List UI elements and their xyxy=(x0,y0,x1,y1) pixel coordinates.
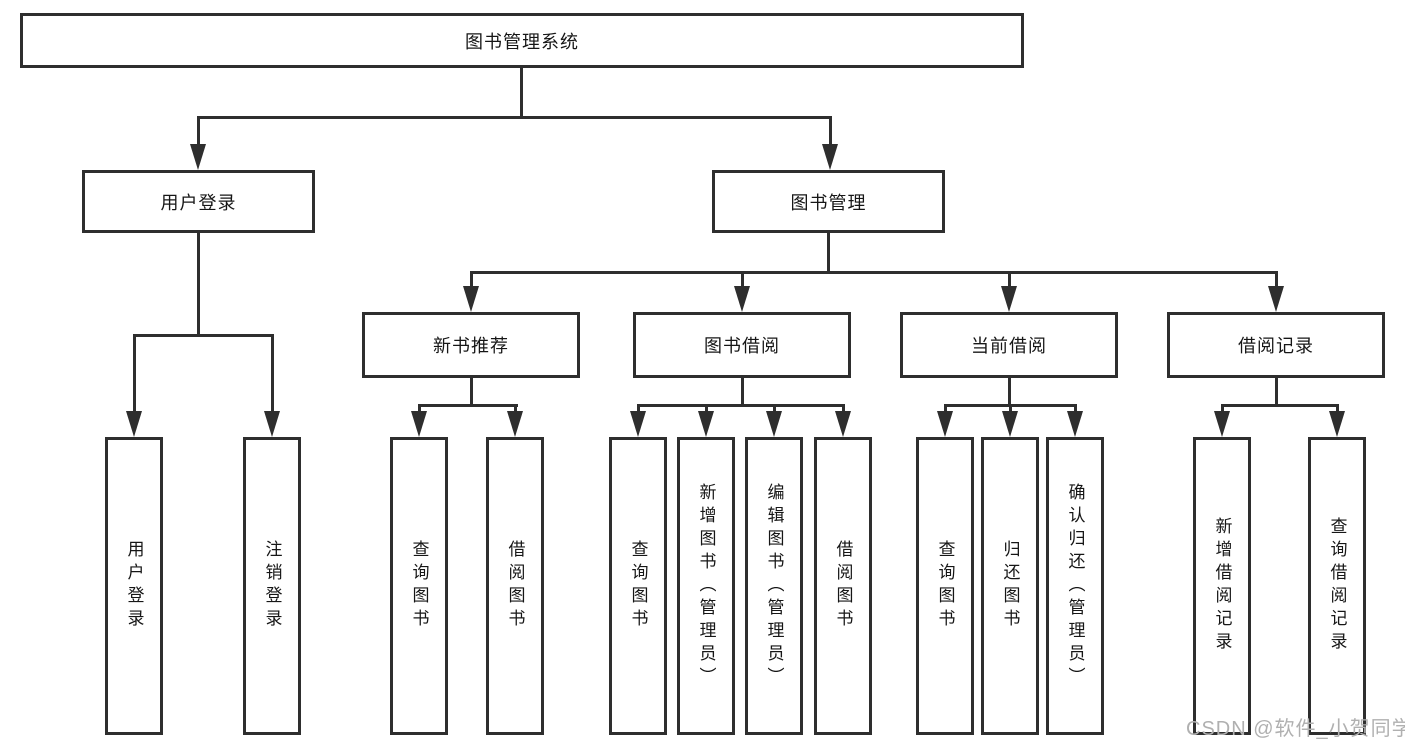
node-user-login: 用户登录 xyxy=(82,170,315,233)
connector-shaft xyxy=(470,272,473,288)
connector-records-stem xyxy=(1275,378,1278,405)
arrowhead-down-icon xyxy=(507,411,523,437)
leaf-query-books-borrow: 查询图书 xyxy=(609,437,667,735)
node-current-borrow: 当前借阅 xyxy=(900,312,1118,378)
connector-shaft xyxy=(1336,405,1339,413)
connector-shaft xyxy=(773,405,776,413)
leaf-label: 借阅图书 xyxy=(505,540,525,632)
arrowhead-down-icon xyxy=(630,411,646,437)
connector-shaft xyxy=(705,405,708,413)
leaf-borrow-books: 借阅图书 xyxy=(814,437,872,735)
connector-shaft xyxy=(1275,272,1278,288)
arrowhead-down-icon xyxy=(411,411,427,437)
leaf-label: 查询借阅记录 xyxy=(1327,517,1347,655)
arrowhead-down-icon xyxy=(835,411,851,437)
leaf-label: 查询图书 xyxy=(409,540,429,632)
connector-userlogin-bar xyxy=(133,334,274,337)
connector-records-bar xyxy=(1221,404,1339,407)
leaf-label: 编辑图书（管理员） xyxy=(764,482,784,690)
connector-shaft xyxy=(741,272,744,288)
leaf-query-books-current: 查询图书 xyxy=(916,437,974,735)
leaf-return-books: 归还图书 xyxy=(981,437,1039,735)
node-book-borrow: 图书借阅 xyxy=(633,312,851,378)
arrowhead-down-icon xyxy=(1002,411,1018,437)
arrowhead-down-icon xyxy=(1268,286,1284,312)
connector-shaft xyxy=(842,405,845,413)
leaf-label: 归还图书 xyxy=(1000,540,1020,632)
connector-userlogin-stem xyxy=(197,233,200,335)
leaf-edit-books-admin: 编辑图书（管理员） xyxy=(745,437,803,735)
connector-bookmgmt-stem xyxy=(827,233,830,272)
leaf-label: 新增图书（管理员） xyxy=(696,482,716,690)
leaf-label: 确认归还（管理员） xyxy=(1065,482,1085,690)
connector-shaft xyxy=(197,117,200,146)
arrowhead-down-icon xyxy=(190,144,206,170)
arrowhead-down-icon xyxy=(937,411,953,437)
connector-shaft xyxy=(1009,405,1012,413)
leaf-label: 借阅图书 xyxy=(833,540,853,632)
connector-shaft xyxy=(1074,405,1077,413)
arrowhead-down-icon xyxy=(463,286,479,312)
leaf-label: 新增借阅记录 xyxy=(1212,517,1232,655)
connector-root-stem xyxy=(520,68,523,117)
connector-bookborrow-bar xyxy=(637,404,845,407)
leaf-add-books-admin: 新增图书（管理员） xyxy=(677,437,735,735)
connector-shaft xyxy=(514,405,517,413)
connector-root-bar xyxy=(197,116,832,119)
leaf-query-books-recommend: 查询图书 xyxy=(390,437,448,735)
arrowhead-down-icon xyxy=(1067,411,1083,437)
leaf-user-login: 用户登录 xyxy=(105,437,163,735)
arrowhead-down-icon xyxy=(822,144,838,170)
leaf-label: 查询图书 xyxy=(628,540,648,632)
connector-shaft xyxy=(944,405,947,413)
arrowhead-down-icon xyxy=(1001,286,1017,312)
connector-bookmgmt-bar xyxy=(470,271,1278,274)
arrowhead-down-icon xyxy=(1329,411,1345,437)
connector-shaft xyxy=(1008,272,1011,288)
arrowhead-down-icon xyxy=(1214,411,1230,437)
node-book-management: 图书管理 xyxy=(712,170,945,233)
connector-shaft xyxy=(418,405,421,413)
leaf-label: 查询图书 xyxy=(935,540,955,632)
node-library-system: 图书管理系统 xyxy=(20,13,1024,68)
leaf-label: 注销登录 xyxy=(262,540,282,632)
connector-shaft xyxy=(1221,405,1224,413)
arrowhead-down-icon xyxy=(698,411,714,437)
connector-recommend-stem xyxy=(470,378,473,405)
leaf-query-borrow-record: 查询借阅记录 xyxy=(1308,437,1366,735)
connector-bookborrow-stem xyxy=(741,378,744,405)
connector-shaft xyxy=(637,405,640,413)
arrowhead-down-icon xyxy=(766,411,782,437)
leaf-borrow-books-recommend: 借阅图书 xyxy=(486,437,544,735)
leaf-logout: 注销登录 xyxy=(243,437,301,735)
arrowhead-down-icon xyxy=(264,411,280,437)
connector-currentborrow-stem xyxy=(1008,378,1011,405)
connector-shaft xyxy=(271,335,274,413)
connector-recommend-bar xyxy=(418,404,518,407)
csdn-watermark: CSDN @软件_小贺同学 xyxy=(1186,718,1405,740)
node-borrow-records: 借阅记录 xyxy=(1167,312,1385,378)
node-new-book-recommend: 新书推荐 xyxy=(362,312,580,378)
leaf-add-borrow-record: 新增借阅记录 xyxy=(1193,437,1251,735)
arrowhead-down-icon xyxy=(734,286,750,312)
leaf-confirm-return-admin: 确认归还（管理员） xyxy=(1046,437,1104,735)
arrowhead-down-icon xyxy=(126,411,142,437)
connector-shaft xyxy=(829,117,832,146)
leaf-label: 用户登录 xyxy=(124,540,144,632)
connector-shaft xyxy=(133,335,136,413)
